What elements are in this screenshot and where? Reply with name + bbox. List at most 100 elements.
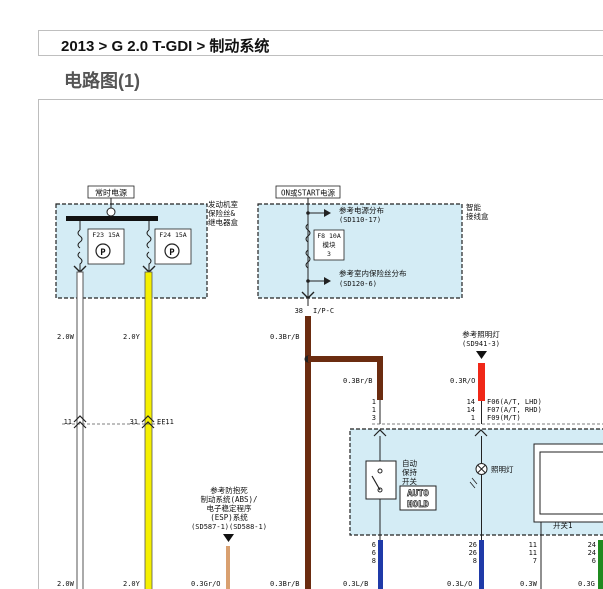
lamp-connector-1: F06(A/T, LHD) [487, 398, 542, 406]
ref-fuse-label-2: (SD120-6) [339, 280, 377, 288]
auto-switch-label-3: 开关 [402, 476, 417, 486]
parking-brake-icon-1 [95, 243, 111, 259]
wire-label-sw-bottom: 0.3W [520, 580, 538, 588]
connector-ef11-terminal-2 [141, 415, 155, 429]
ref-abs-4: (ESP)系统 [210, 512, 248, 522]
auto-switch-contact-top [377, 468, 383, 474]
wire-label-w3-top: 0.3Br/B [270, 333, 300, 341]
switch1-frame [533, 443, 603, 523]
wire-label-w3-bottom: 0.3Br/B [270, 580, 300, 588]
wire-white [76, 271, 84, 589]
ref-abs-1: 参考防抱死 [210, 485, 248, 495]
fuse1-label: F23 15A [92, 231, 119, 239]
auto-switch-label-1: 自动 [402, 458, 417, 468]
ref-fuse-label-1: 参考室内保险丝分布 [339, 268, 407, 278]
auto-pin-terminal-top [373, 429, 387, 437]
fuse-right-label: F8 10A [317, 232, 341, 240]
fuse-box-left-side-label-3: 继电器盒 [208, 217, 238, 227]
parking-brake-icon-2-letter: P [169, 248, 175, 258]
fuse-right-pin: 38 [295, 307, 303, 315]
fuse2-lower [146, 251, 152, 272]
edge-pin-bottom-3: 6 [592, 557, 596, 565]
lamp-pin-3: 1 [471, 414, 475, 422]
auto-pin-top-2: 1 [372, 406, 376, 414]
ref-abs-3: 电子稳定程序 [207, 503, 252, 513]
wire-label-lamp-bottom: 0.3L/O [447, 580, 472, 588]
auto-pin-bottom-3: 8 [372, 557, 376, 565]
ref-fuse-arrow-icon [324, 277, 331, 285]
wire-label-auto-bottom: 0.3L/B [343, 580, 368, 588]
ref-abs-5: (SD587-1)(SD588-1) [191, 523, 267, 531]
lamp-pin-1: 14 [467, 398, 475, 406]
wire-blue-auto [378, 540, 383, 589]
page-title: 电路图(1) [64, 71, 140, 91]
auto-switch-frame [365, 460, 397, 500]
sw-pin-bottom-2: 11 [529, 549, 537, 557]
breadcrumb: 2013 > G 2.0 T-GDI > 制动系统 [61, 38, 270, 55]
wire-label-w1-bottom: 2.0W [57, 580, 75, 588]
ref-power-arrow-icon [324, 209, 331, 217]
auto-hold-badge [399, 485, 437, 511]
switch1-inner [539, 451, 603, 515]
wire-label-w4-mid: 0.3R/O [450, 377, 475, 385]
connector-ef11-name: EF11 [157, 418, 174, 426]
breadcrumb-bar: 2013 > G 2.0 T-GDI > 制动系统 [38, 30, 603, 56]
parking-brake-icon-1-letter: P [100, 248, 106, 258]
connector-ef11-terminal-1 [73, 415, 87, 429]
connector-ef11-pin-right: 31 [130, 418, 138, 426]
ref-lighting-arrow-icon [476, 351, 487, 359]
ref-lighting-2: (SD941-3) [462, 340, 500, 348]
wire-red [478, 363, 485, 401]
parking-brake-icon-2 [164, 243, 180, 259]
busbar [66, 216, 158, 221]
fuse-right-pin-tag: I/P-C [313, 307, 334, 315]
wire-label-w1-top: 2.0W [57, 333, 75, 341]
auto-pin-top-3: 3 [372, 414, 376, 422]
fuse1-lower [77, 251, 83, 272]
wire-yellow [144, 271, 153, 589]
lamp-label: 照明灯 [491, 464, 514, 474]
lamp-pin-bottom-2: 26 [469, 549, 477, 557]
fuse2-label: F24 15A [159, 231, 186, 239]
lamp-connector-3: F09(M/T) [487, 414, 521, 422]
lamp-pin-bottom-3: 8 [473, 557, 477, 565]
lamp-pin-terminal-top [474, 429, 488, 437]
fuse-box-right [257, 203, 463, 299]
wire-brown-vertical [305, 316, 311, 589]
ref-power-label-2: (SD110-17) [339, 216, 381, 224]
fuse-right-module-1: 模块 [323, 240, 337, 249]
connector-ef11-pin-left: 11 [64, 418, 72, 426]
wire-label-w3-mid: 0.3Br/B [343, 377, 373, 385]
sw-pin-bottom-1: 11 [529, 541, 537, 549]
wire-label-abs-bottom: 0.3Gr/O [191, 580, 221, 588]
fuse-box-left-side-label-2: 保险丝& [208, 208, 235, 218]
ref-abs-2: 制动系统(ABS)/ [200, 494, 257, 504]
wire-brown-branch [308, 356, 383, 400]
auto-switch-lever [371, 475, 381, 491]
ref-abs-arrow-icon [223, 534, 234, 542]
ref-lighting-1: 参考照明灯 [462, 329, 500, 339]
sw-pin-bottom-3: 7 [533, 557, 537, 565]
fuse-box-right-side-label-2: 接线盒 [466, 211, 489, 221]
wire-label-w2-top: 2.0Y [123, 333, 141, 341]
auto-pin-bottom-1: 6 [372, 541, 376, 549]
auto-pin-top-1: 1 [372, 398, 376, 406]
wire-label-w2-bottom: 2.0Y [123, 580, 141, 588]
fuse-right-symbol-lower [305, 249, 311, 269]
wire-blue-lamp [479, 540, 484, 589]
edge-pin-bottom-2: 24 [588, 549, 596, 557]
ref-power-label-1: 参考电源分布 [339, 205, 384, 215]
fuse-right-module-2: 3 [327, 250, 331, 258]
fuse-box-right-side-label-1: 智能 [466, 202, 481, 212]
switch1-label: 开关1 [553, 520, 573, 530]
lamp-pin-bottom-1: 26 [469, 541, 477, 549]
lamp-light-rays-icon [469, 477, 478, 489]
fuse-box-left-caption: 常时电源 [95, 188, 127, 198]
fuse-right-terminal [301, 291, 315, 299]
fuse1-symbol [77, 229, 83, 249]
auto-pin-bottom-2: 6 [372, 549, 376, 557]
busbar-node [106, 207, 116, 217]
fuse-right-symbol-upper [305, 223, 311, 243]
diagram-frame [38, 99, 603, 589]
